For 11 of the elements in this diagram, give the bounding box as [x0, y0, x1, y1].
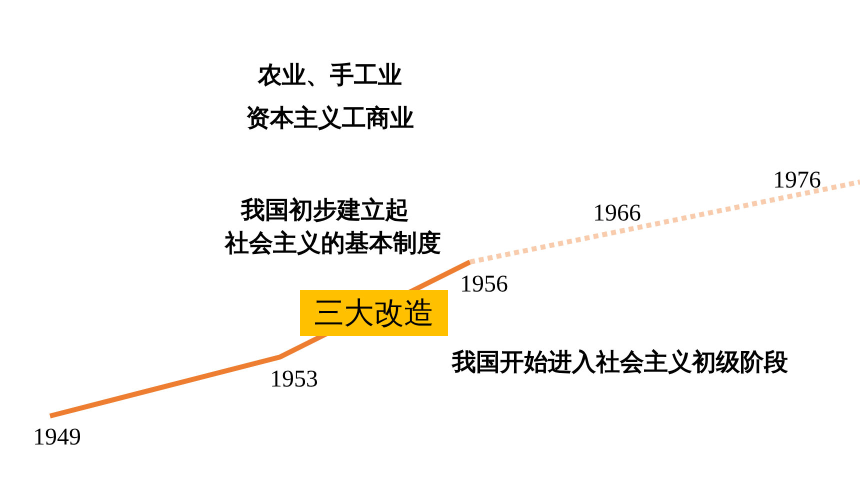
year-label: 1966: [593, 200, 641, 228]
text-label: 农业、手工业: [258, 60, 402, 91]
text-label: 我国初步建立起: [241, 195, 409, 226]
highlight-box: 三大改造: [300, 290, 448, 336]
year-label: 1956: [460, 272, 508, 298]
year-label: 1949: [33, 424, 81, 452]
year-label: 1953: [270, 366, 318, 394]
year-label: 1976: [773, 168, 821, 194]
text-label: 资本主义工商业: [246, 103, 414, 134]
text-label: 我国开始进入社会主义初级阶段: [452, 347, 788, 378]
text-label: 社会主义的基本制度: [225, 228, 441, 259]
